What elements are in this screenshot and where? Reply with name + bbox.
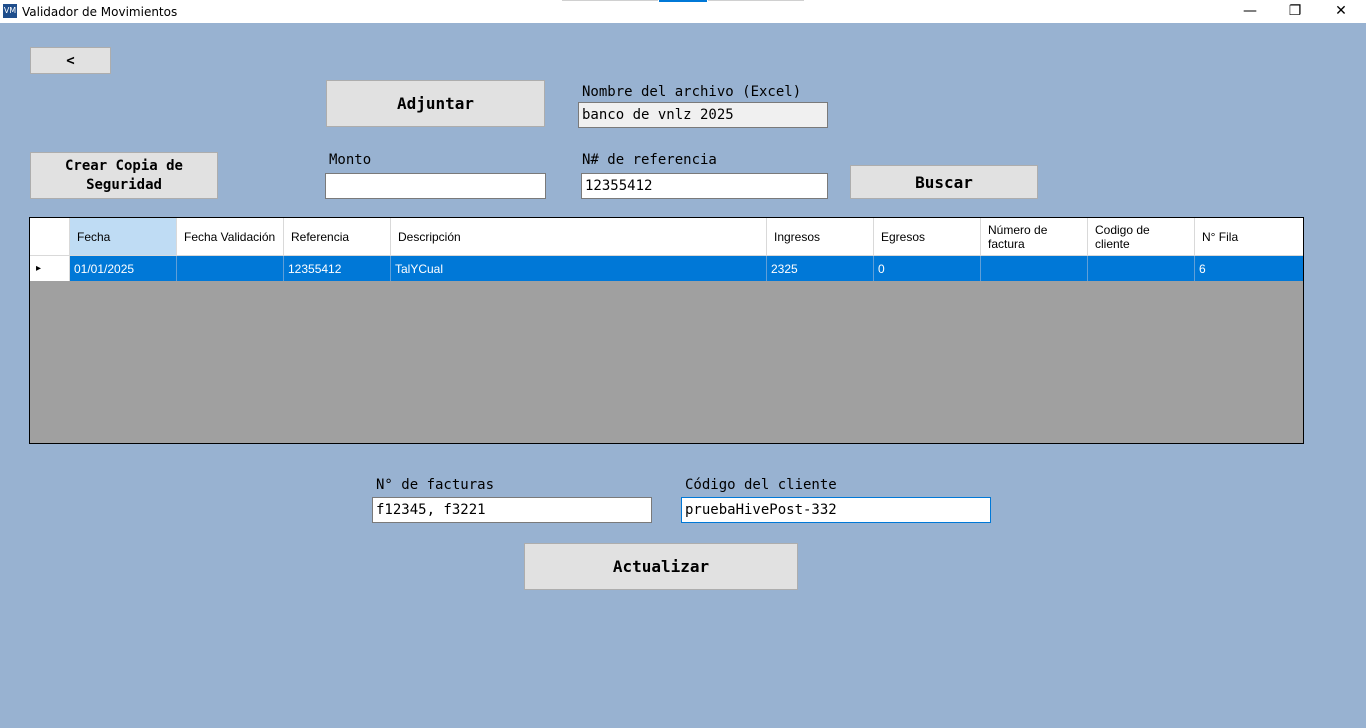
client-code-label: Código del cliente bbox=[685, 477, 837, 493]
grid-header: Fecha Fecha Validación Referencia Descri… bbox=[30, 218, 1303, 256]
file-name-field[interactable]: banco de vnlz 2025 bbox=[578, 102, 828, 128]
cell-numero-factura[interactable] bbox=[981, 256, 1088, 281]
cell-fecha[interactable]: 01/01/2025 bbox=[70, 256, 177, 281]
column-header-egresos[interactable]: Egresos bbox=[874, 218, 981, 256]
reference-field[interactable]: 12355412 bbox=[581, 173, 828, 199]
close-icon[interactable]: ✕ bbox=[1335, 3, 1347, 19]
tab-strip-right bbox=[708, 0, 804, 1]
column-header-numero-factura[interactable]: Número de factura bbox=[981, 218, 1088, 256]
maximize-icon[interactable]: ❐ bbox=[1288, 3, 1302, 19]
cell-egresos[interactable]: 0 bbox=[874, 256, 981, 281]
app-icon: VM bbox=[3, 4, 17, 18]
column-header-codigo-cliente[interactable]: Codigo de cliente bbox=[1088, 218, 1195, 256]
row-indicator-icon[interactable]: ▸ bbox=[30, 256, 70, 281]
row-header-corner bbox=[30, 218, 70, 256]
tab-strip-active bbox=[659, 0, 707, 2]
cell-descripcion[interactable]: TalYCual bbox=[391, 256, 767, 281]
column-header-fila[interactable]: N° Fila bbox=[1195, 218, 1303, 256]
column-header-descripcion[interactable]: Descripción bbox=[391, 218, 767, 256]
invoices-field[interactable]: f12345, f3221 bbox=[372, 497, 652, 523]
tab-strip-left bbox=[562, 0, 658, 1]
window-title: Validador de Movimientos bbox=[22, 5, 178, 19]
search-button[interactable]: Buscar bbox=[850, 165, 1038, 199]
movements-grid[interactable]: Fecha Fecha Validación Referencia Descri… bbox=[29, 217, 1304, 444]
minimize-icon[interactable]: — bbox=[1243, 3, 1257, 19]
column-header-fecha-validacion[interactable]: Fecha Validación bbox=[177, 218, 284, 256]
column-header-referencia[interactable]: Referencia bbox=[284, 218, 391, 256]
title-bar: VM Validador de Movimientos — ❐ ✕ bbox=[0, 0, 1366, 23]
amount-label: Monto bbox=[329, 152, 372, 168]
column-header-fecha[interactable]: Fecha bbox=[70, 218, 177, 256]
cell-fila[interactable]: 6 bbox=[1195, 256, 1303, 281]
client-code-field[interactable]: pruebaHivePost-332 bbox=[681, 497, 991, 523]
back-button[interactable]: < bbox=[30, 47, 111, 74]
reference-label: N# de referencia bbox=[582, 152, 717, 168]
create-backup-button[interactable]: Crear Copia de Seguridad bbox=[30, 152, 218, 199]
amount-field[interactable] bbox=[325, 173, 546, 199]
cell-codigo-cliente[interactable] bbox=[1088, 256, 1195, 281]
cell-fecha-validacion[interactable] bbox=[177, 256, 284, 281]
cell-referencia[interactable]: 12355412 bbox=[284, 256, 391, 281]
attach-button[interactable]: Adjuntar bbox=[326, 80, 545, 127]
column-header-ingresos[interactable]: Ingresos bbox=[767, 218, 874, 256]
cell-ingresos[interactable]: 2325 bbox=[767, 256, 874, 281]
invoices-label: N° de facturas bbox=[376, 477, 495, 493]
update-button[interactable]: Actualizar bbox=[524, 543, 798, 590]
table-row[interactable]: ▸ 01/01/2025 12355412 TalYCual 2325 0 6 bbox=[30, 256, 1303, 281]
file-name-label: Nombre del archivo (Excel) bbox=[582, 84, 802, 100]
